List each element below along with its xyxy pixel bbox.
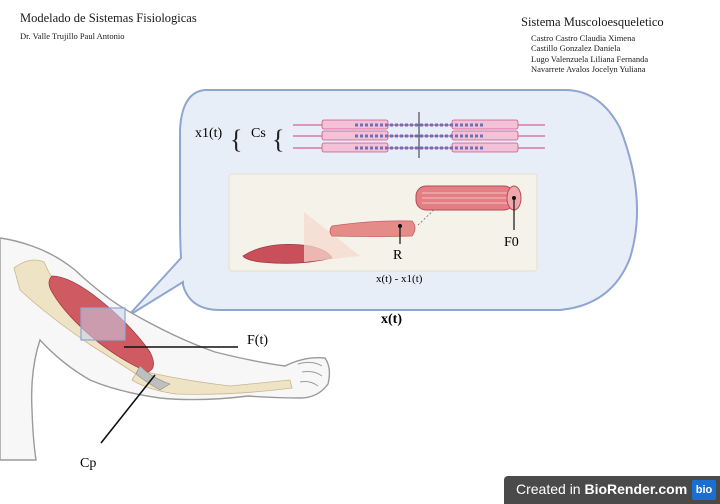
member-name: Navarrete Avalos Jocelyn Yuliana [531, 64, 646, 75]
ft-label: F(t) [247, 333, 268, 348]
brand-name: BioRender.com [584, 481, 688, 497]
cs-label: Cs [251, 126, 266, 141]
sarcomere-filaments [293, 112, 545, 158]
displacement-label: x(t) - x1(t) [376, 273, 423, 285]
team-members: Castro Castro Claudia Ximena Castillo Go… [531, 33, 648, 75]
zoom-region [80, 307, 126, 341]
author-line: Dr. Valle Trujillo Paul Antonio [20, 31, 125, 41]
system-title: Sistema Muscoloesqueletico [521, 15, 664, 29]
f0-label: F0 [504, 235, 519, 250]
member-name: Lugo Valenzuela Liliana Fernanda [531, 53, 649, 64]
zoom-cone [304, 212, 360, 262]
muscle-fiber [329, 220, 416, 237]
x1-label: x1(t) [195, 126, 223, 141]
cp-leader [100, 374, 156, 444]
xt-label: x(t) [381, 312, 402, 327]
brace-x1: { [230, 125, 242, 154]
page-title: Modelado de Sistemas Fisiologicas [20, 11, 197, 25]
biorender-badge[interactable]: Created in BioRender.com bio [504, 476, 720, 504]
r-label: R [393, 248, 403, 263]
brace-cs: { [272, 125, 284, 154]
created-in-text: Created in [516, 481, 585, 497]
cp-label: Cp [80, 456, 96, 471]
member-name: Castillo Gonzalez Daniela [531, 43, 621, 54]
member-name: Castro Castro Claudia Ximena [531, 33, 636, 43]
forearm-bones [131, 369, 293, 395]
biorender-logo-icon: bio [692, 480, 716, 500]
